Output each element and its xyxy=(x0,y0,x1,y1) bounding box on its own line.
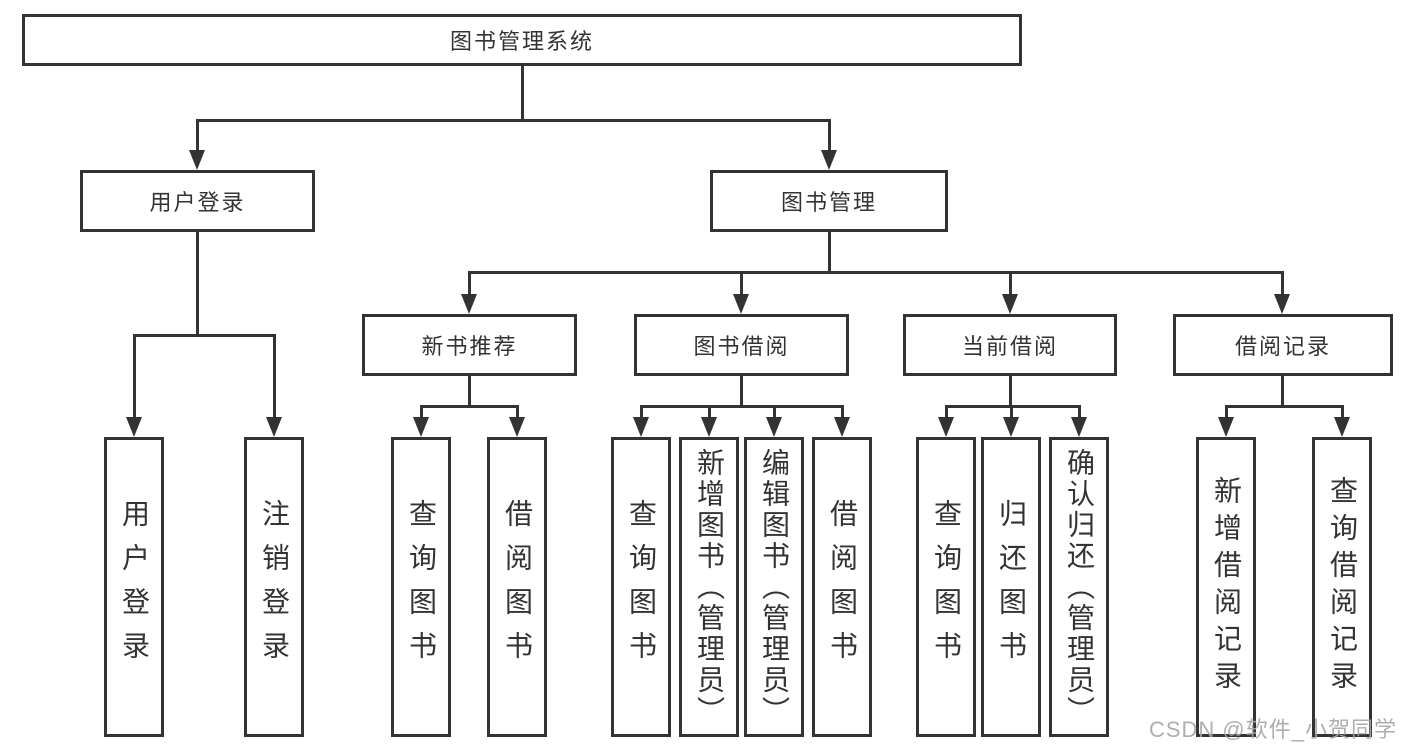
connector-drop xyxy=(1341,405,1344,418)
node-new-book-recommend-label: 新书推荐 xyxy=(421,334,518,359)
node-current-borrow-label: 当前借阅 xyxy=(961,334,1058,359)
arrow-down-icon xyxy=(1334,417,1350,437)
connector-drop xyxy=(945,405,948,418)
leaf-query-borrow-record: 查询借阅记录 xyxy=(1312,437,1372,737)
leaf-query-books-1: 查询图书 xyxy=(391,437,451,737)
connector-bar-user-login xyxy=(133,334,275,337)
node-root: 图书管理系统 xyxy=(22,14,1022,66)
connector-drop xyxy=(740,271,743,296)
connector-bar-book-management xyxy=(468,271,1284,274)
connector-drop xyxy=(1281,271,1284,296)
node-user-login: 用户登录 xyxy=(80,170,315,232)
node-book-management-label: 图书管理 xyxy=(780,190,877,215)
leaf-confirm-return-admin: 确认归还（管理员） xyxy=(1049,437,1109,737)
arrow-down-icon xyxy=(1003,417,1019,437)
connector-stem-user-login xyxy=(196,232,199,336)
connector-stem-new-book xyxy=(468,376,471,407)
arrow-down-icon xyxy=(509,417,525,437)
connector-bar-root xyxy=(196,119,830,122)
connector-drop xyxy=(1010,405,1013,418)
node-book-borrow-label: 图书借阅 xyxy=(693,334,790,359)
arrow-down-icon xyxy=(1274,294,1290,314)
arrow-down-icon xyxy=(938,417,954,437)
connector-stem-book-borrow xyxy=(740,376,743,407)
connector-drop xyxy=(516,405,519,418)
connector-stem-borrow-records xyxy=(1281,376,1284,407)
leaf-add-borrow-record: 新增借阅记录 xyxy=(1196,437,1256,737)
connector-drop xyxy=(841,405,844,418)
arrow-down-icon xyxy=(1002,294,1018,314)
leaf-borrow-books-2: 借阅图书 xyxy=(812,437,872,737)
leaf-edit-book-admin: 编辑图书（管理员） xyxy=(744,437,804,737)
connector-stem-book-management xyxy=(828,232,831,273)
leaf-borrow-books-1: 借阅图书 xyxy=(487,437,547,737)
arrow-down-icon xyxy=(461,294,477,314)
leaf-user-login: 用户登录 xyxy=(104,437,164,737)
connector-drop xyxy=(773,405,776,418)
arrow-down-icon xyxy=(126,417,142,437)
connector-drop xyxy=(828,119,831,152)
arrow-down-icon xyxy=(1071,417,1087,437)
connector-drop xyxy=(708,405,711,418)
connector-drop xyxy=(133,334,136,418)
connector-bar-borrow-records xyxy=(1225,405,1342,408)
connector-drop xyxy=(273,334,276,418)
arrow-down-icon xyxy=(633,417,649,437)
arrow-down-icon xyxy=(189,150,205,170)
connector-drop xyxy=(468,271,471,296)
connector-drop xyxy=(420,405,423,418)
connector-drop xyxy=(1225,405,1228,418)
leaf-query-books-3: 查询图书 xyxy=(916,437,976,737)
arrow-down-icon xyxy=(766,417,782,437)
arrow-down-icon xyxy=(821,150,837,170)
connector-drop xyxy=(1078,405,1081,418)
csdn-watermark: CSDN @软件_小贺同学 xyxy=(1148,717,1397,742)
connector-stem-current-borrow xyxy=(1009,376,1012,407)
leaf-query-books-2: 查询图书 xyxy=(611,437,671,737)
arrow-down-icon xyxy=(266,417,282,437)
node-borrow-records-label: 借阅记录 xyxy=(1234,334,1331,359)
leaf-return-books: 归还图书 xyxy=(981,437,1041,737)
connector-bar-new-book xyxy=(420,405,519,408)
node-current-borrow: 当前借阅 xyxy=(903,314,1117,376)
arrow-down-icon xyxy=(733,294,749,314)
node-new-book-recommend: 新书推荐 xyxy=(362,314,577,376)
node-root-label: 图书管理系统 xyxy=(449,29,594,54)
node-book-management: 图书管理 xyxy=(710,170,948,232)
connector-drop xyxy=(1009,271,1012,296)
arrow-down-icon xyxy=(701,417,717,437)
connector-drop xyxy=(196,119,199,152)
leaf-logout: 注销登录 xyxy=(244,437,304,737)
arrow-down-icon xyxy=(834,417,850,437)
arrow-down-icon xyxy=(413,417,429,437)
connector-stem-root xyxy=(521,66,524,122)
arrow-down-icon xyxy=(1218,417,1234,437)
node-borrow-records: 借阅记录 xyxy=(1173,314,1393,376)
leaf-add-book-admin: 新增图书（管理员） xyxy=(679,437,739,737)
node-book-borrow: 图书借阅 xyxy=(634,314,849,376)
connector-drop xyxy=(640,405,643,418)
connector-bar-book-borrow xyxy=(640,405,843,408)
node-user-login-label: 用户登录 xyxy=(149,190,246,215)
